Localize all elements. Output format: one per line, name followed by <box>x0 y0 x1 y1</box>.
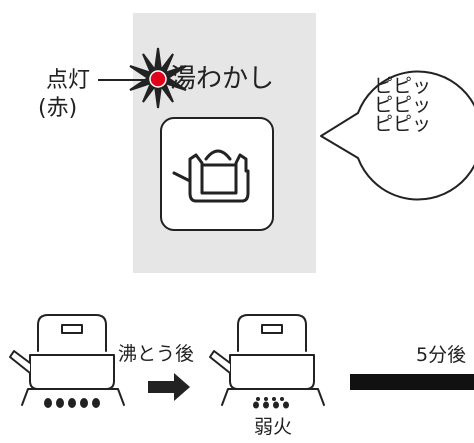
beep-speech-bubble <box>320 70 474 201</box>
low-flame-label: 弱火 <box>254 416 293 438</box>
flame-icon <box>44 398 100 408</box>
kettle-on-stove-low <box>209 314 325 409</box>
low-flame-icon <box>253 397 289 409</box>
right-arrow-icon <box>148 373 190 401</box>
lamp-on-label: 点灯 <box>46 68 91 93</box>
kettle-icon <box>172 149 250 203</box>
beep-text: ピピッ ピピッ ピピッ <box>374 77 431 134</box>
kettle-on-stove-high <box>9 314 125 408</box>
after-time-label: 5分後 <box>416 344 467 366</box>
led-icon <box>149 70 167 88</box>
beep-line-2: ピピッ <box>374 94 432 116</box>
lamp-color-label: (赤) <box>38 96 78 121</box>
boil-button-label: 湯わかし <box>170 64 275 94</box>
boil-button[interactable] <box>160 117 274 231</box>
beep-line-3: ピピッ <box>374 113 432 135</box>
after-boil-label: 沸とう後 <box>118 343 195 365</box>
timeline-arrow-bar <box>350 374 474 390</box>
beep-line-1: ピピッ <box>374 75 432 97</box>
